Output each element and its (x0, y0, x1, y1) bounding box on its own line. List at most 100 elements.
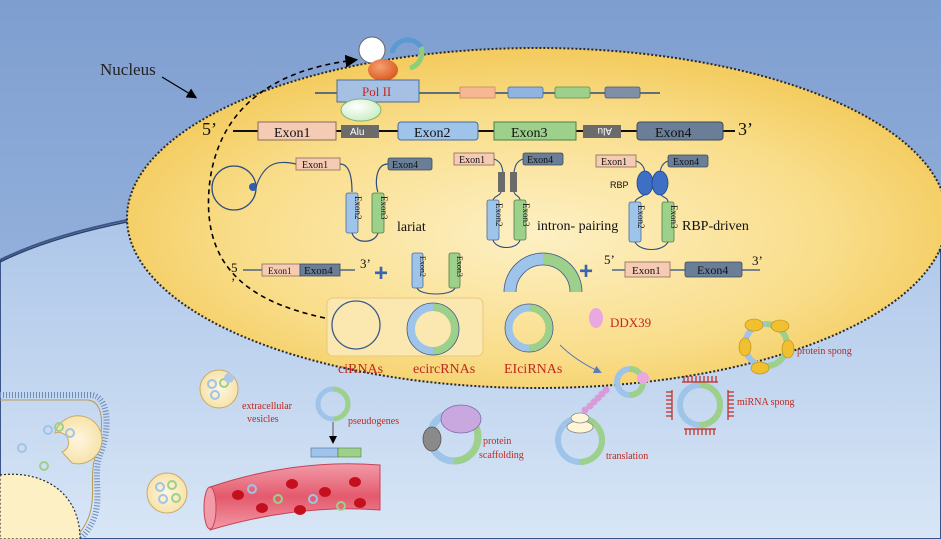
nucleus-body (126, 47, 941, 389)
protein-sponge-group: protein spong (738, 318, 852, 375)
exon3-block (493, 121, 577, 141)
rp-exon4-label: Exon4 (697, 263, 728, 277)
translation-label: translation (606, 451, 648, 462)
vessel-circrna-2 (273, 494, 283, 504)
lp-comma: ’ (231, 275, 235, 290)
lp-3-prime: 3’ (360, 256, 371, 271)
lariat-loop-to-exons (339, 163, 389, 193)
vessel-vesicle-cargo-2 (167, 480, 177, 490)
gene-block-blue (507, 86, 544, 99)
rbp-exon1-label: Exon1 (601, 157, 627, 168)
exported-blue (614, 366, 631, 398)
horseshoe-outline-inner (515, 264, 571, 293)
mirna-comb-right (727, 390, 734, 420)
alu-label-left: Alu (350, 127, 364, 138)
scaffold-protein-gray (422, 426, 442, 452)
horseshoe-outline-outer (503, 252, 583, 293)
ecircrnas-label: ecircRNAs (413, 362, 475, 377)
excised-exons-pair: Exon2 Exon3 (411, 252, 464, 295)
vessel-vesicle-cargo-3 (158, 494, 168, 504)
lp-5-prime: 5 (231, 260, 238, 275)
plus-sign-right: + (579, 258, 593, 285)
ip-alu-left (498, 172, 505, 192)
protein-spong-label: protein spong (797, 346, 852, 357)
circrna-horseshoe (503, 252, 583, 293)
rp-exon1-label: Exon1 (632, 265, 661, 277)
nascent-rna-arc (389, 37, 424, 54)
exon4-label: Exon4 (655, 126, 692, 141)
ecirc-green (432, 303, 459, 355)
vessel-circrna-4 (336, 501, 346, 511)
exon4-block (636, 121, 724, 141)
lariat-exon2-label: Exon2 (353, 196, 363, 220)
mirna-sponge-group: miRNA spong (666, 376, 795, 435)
exon2-block (397, 121, 479, 141)
gene-block-gray (604, 86, 641, 99)
ex-exon3-label: Exon3 (455, 256, 464, 277)
endo-cargo-3 (65, 428, 75, 438)
vesicle-cargo-4 (224, 373, 234, 383)
intron-pairing-mechanism: Exon1 Exon4 Exon2 Exon3 intron- pairing (453, 152, 618, 249)
alu-block-right (583, 125, 621, 138)
rbc-6 (349, 477, 361, 487)
cirna-circle (331, 300, 381, 350)
vesicle-cargo-2 (219, 378, 229, 388)
protein-blob-5 (750, 361, 770, 375)
ecircrna-circle (406, 302, 460, 356)
rbc-7 (354, 498, 366, 508)
vessel-vesicle-cargo-1 (155, 482, 165, 492)
extracellular-vesicles-label-2: vesicles (247, 414, 279, 425)
alu-label-right: Alu (598, 125, 612, 136)
rbp-driven-label: RBP-driven (682, 219, 749, 234)
green-subunit (340, 98, 382, 122)
protein-blob-2 (770, 319, 790, 333)
vesicle-cargo-1 (207, 379, 217, 389)
eici-blue (505, 304, 530, 352)
nucleus-label: Nucleus (100, 60, 156, 79)
mirna-comb-bottom (684, 428, 716, 435)
endocytic-vesicle-body (54, 415, 103, 465)
ddx39-protein (589, 308, 603, 328)
ip-connector (493, 158, 524, 173)
neighbor-cell-membrane (0, 392, 110, 539)
endo-cargo-2 (54, 422, 64, 432)
eici-outline (504, 303, 554, 353)
endocytic-vesicle (17, 415, 103, 471)
gene-block-orange (459, 86, 496, 99)
cirnas-label: ciRNAs (338, 362, 383, 377)
lariat-exon1-label: Exon1 (302, 160, 328, 171)
pseudogene-green-segment (337, 447, 362, 458)
translation-group: translation (555, 386, 648, 465)
extracellular-vesicle-group: extracellular vesicles (199, 369, 293, 425)
exported-circrna (614, 366, 649, 398)
protein-blob-1 (744, 318, 764, 332)
mirna-sponge-ring-green (699, 382, 723, 428)
ip-bottom-link (492, 239, 521, 249)
endo-cargo-4 (17, 443, 27, 453)
peptide-bead-6 (602, 386, 610, 394)
protein-blob-4 (781, 339, 795, 359)
pol2-complex: Pol II (315, 36, 660, 122)
rbp-driven-mechanism: Exon1 Exon4 RBP Exon2 Exon3 RBP-driven (595, 154, 749, 251)
elcirnas-label: EIciRNAs (504, 362, 562, 377)
exon1-block (257, 121, 337, 141)
ecirc-blue (407, 303, 434, 355)
rp-exon4 (684, 261, 743, 278)
intron-pairing-label: intron- pairing (537, 219, 618, 234)
ip-alu-right (510, 172, 517, 192)
orange-subunit (368, 59, 398, 81)
vessel-vesicle-cargo-4 (171, 493, 181, 503)
ecirc-outline (406, 302, 460, 356)
mirna-comb-top (682, 376, 718, 383)
lariat-mechanism: Exon1 Exon4 Exon2 Exon3 lariat (211, 157, 433, 242)
lariat-tail (255, 161, 301, 188)
lp-exon4 (299, 263, 341, 277)
plus-sign-left: + (374, 260, 388, 287)
export-arrow-blue (559, 344, 602, 374)
eici-green (528, 304, 553, 352)
pol2-label: Pol II (362, 84, 391, 99)
lariat-exon3-label: Exon3 (379, 196, 389, 220)
pseudogenes-label: pseudogenes (348, 416, 399, 427)
exon3-label: Exon3 (511, 126, 548, 141)
